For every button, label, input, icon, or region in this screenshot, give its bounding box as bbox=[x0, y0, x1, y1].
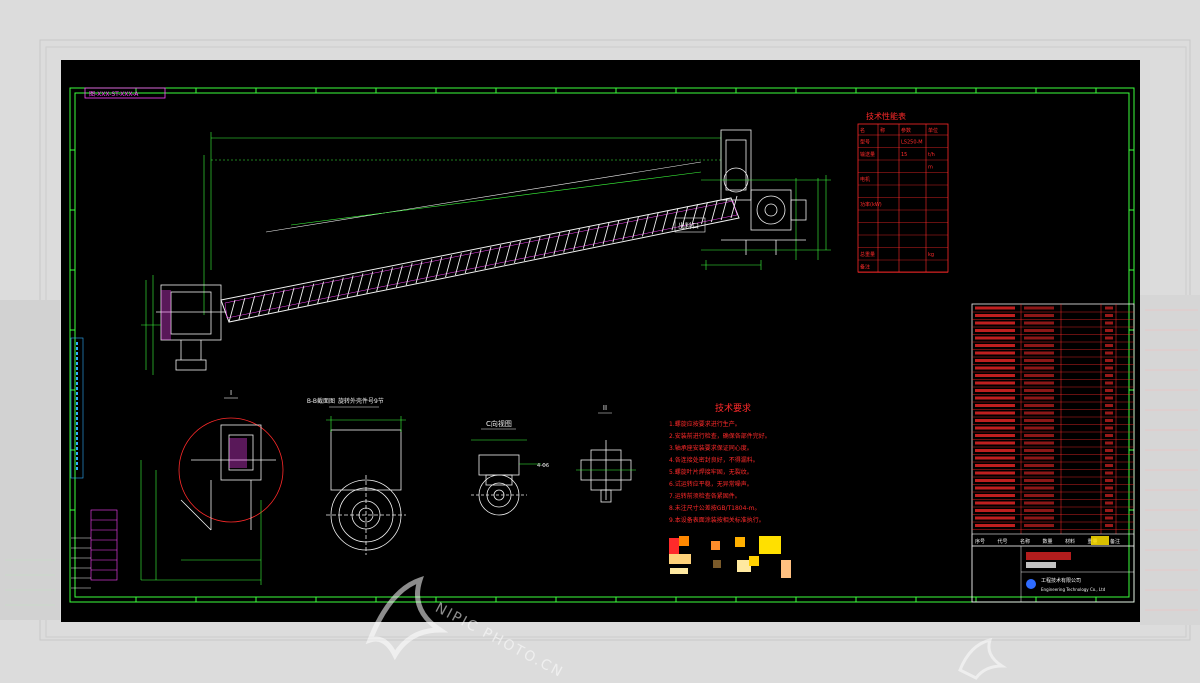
tech-req-line: 4.各连接处密封良好，不得漏料。 bbox=[669, 456, 759, 464]
spec-cell: 15 bbox=[901, 152, 907, 158]
tech-req-line: 8.未注尺寸公差按GB/T1804-m。 bbox=[669, 504, 760, 512]
page-label-box bbox=[84, 87, 166, 99]
spec-header-cell: 单位 bbox=[928, 127, 938, 134]
section-subtitle: 旋转外壳件号9节 bbox=[338, 397, 384, 405]
spec-cell: 电机 bbox=[860, 176, 870, 183]
company-logo-icon bbox=[1026, 579, 1036, 589]
view-c: C向视图 4-Φ6 bbox=[471, 419, 549, 516]
watermark-logo-icon bbox=[365, 576, 449, 661]
sheet-border bbox=[69, 87, 1135, 603]
cad-drawing-sheet: 图-XXX-ST-XXX-A bbox=[61, 60, 1140, 622]
tech-req-line: 1.螺旋应按要求进行生产。 bbox=[669, 420, 741, 428]
cad-canvas: 图-XXX-ST-XXX-A bbox=[69, 87, 1135, 603]
outlet-label: 出料口 bbox=[678, 221, 699, 230]
view-c-dim: 4-Φ6 bbox=[537, 463, 549, 469]
watermark-logo-icon-2 bbox=[958, 637, 1008, 680]
tech-req-line: 5.螺旋叶片焊接牢固，无裂纹。 bbox=[669, 468, 753, 476]
detail-ii-label: II bbox=[603, 404, 607, 412]
tech-requirements: 技术要求 1.螺旋应按要求进行生产。 2.安装前进行检查，确保各部件完好。 3.轴承… bbox=[669, 402, 791, 578]
tech-req-line: 3.轴承座安装要求保证同心度。 bbox=[669, 444, 753, 452]
spec-cell: t/h bbox=[928, 152, 935, 158]
view-c-label: C向视图 bbox=[486, 419, 512, 428]
tech-req-line: 7.运转前须检查各紧固件。 bbox=[669, 492, 741, 500]
company-name-en: Engineering Technology Co., Ltd bbox=[1041, 587, 1106, 592]
spec-header-cell: 称 bbox=[880, 127, 885, 134]
spec-cell: LS250-M bbox=[901, 140, 923, 146]
spec-cell: 功率(kW) bbox=[860, 201, 882, 208]
spec-cell: 总重量 bbox=[860, 251, 875, 258]
company-name: 工程技术有限公司 bbox=[1041, 577, 1081, 584]
left-side-notes bbox=[70, 337, 118, 589]
spec-cell: 备注 bbox=[860, 264, 870, 271]
title-block-header: 材料 bbox=[1065, 538, 1075, 545]
spec-cell: m bbox=[928, 165, 933, 171]
detail-view-ii: II bbox=[576, 404, 636, 503]
detail-i-label: I bbox=[230, 389, 232, 397]
section-view-bb: B-B截面图 旋转外壳件号9节 bbox=[307, 397, 406, 555]
spec-header-cell: 参数 bbox=[901, 127, 911, 134]
title-block-header: 代号 bbox=[998, 538, 1008, 545]
detail-view-i: I bbox=[140, 389, 284, 585]
tech-req-line: 2.安装前进行检查，确保各部件完好。 bbox=[669, 432, 771, 440]
tech-req-line: 6.试运转应平稳，无异常噪声。 bbox=[669, 480, 753, 488]
title-block-header: 序号 bbox=[975, 538, 985, 545]
title-block-header: 数量 bbox=[1043, 538, 1053, 545]
section-title: B-B截面图 bbox=[307, 397, 335, 405]
tech-req-title: 技术要求 bbox=[715, 402, 751, 414]
spec-cell: kg bbox=[928, 252, 934, 258]
spec-cell: 输送量 bbox=[860, 151, 875, 158]
spec-cell: 型号 bbox=[860, 139, 870, 146]
page-label: 图-XXX-ST-XXX-A bbox=[89, 91, 139, 98]
title-block-header: 备注 bbox=[1110, 538, 1120, 545]
spec-header-cell: 名 bbox=[860, 127, 865, 134]
screw-conveyor-main-view: 出料口 bbox=[141, 129, 831, 375]
tech-req-line: 9.本设备表面涂装按相关标准执行。 bbox=[669, 516, 765, 524]
tech-spec-title: 技术性能表 bbox=[866, 111, 906, 121]
parts-list-block: 序号代号名称数量材料重量备注 工程技术有限公司 Engineering Tech… bbox=[971, 303, 1135, 603]
title-block-header: 名称 bbox=[1020, 538, 1030, 545]
